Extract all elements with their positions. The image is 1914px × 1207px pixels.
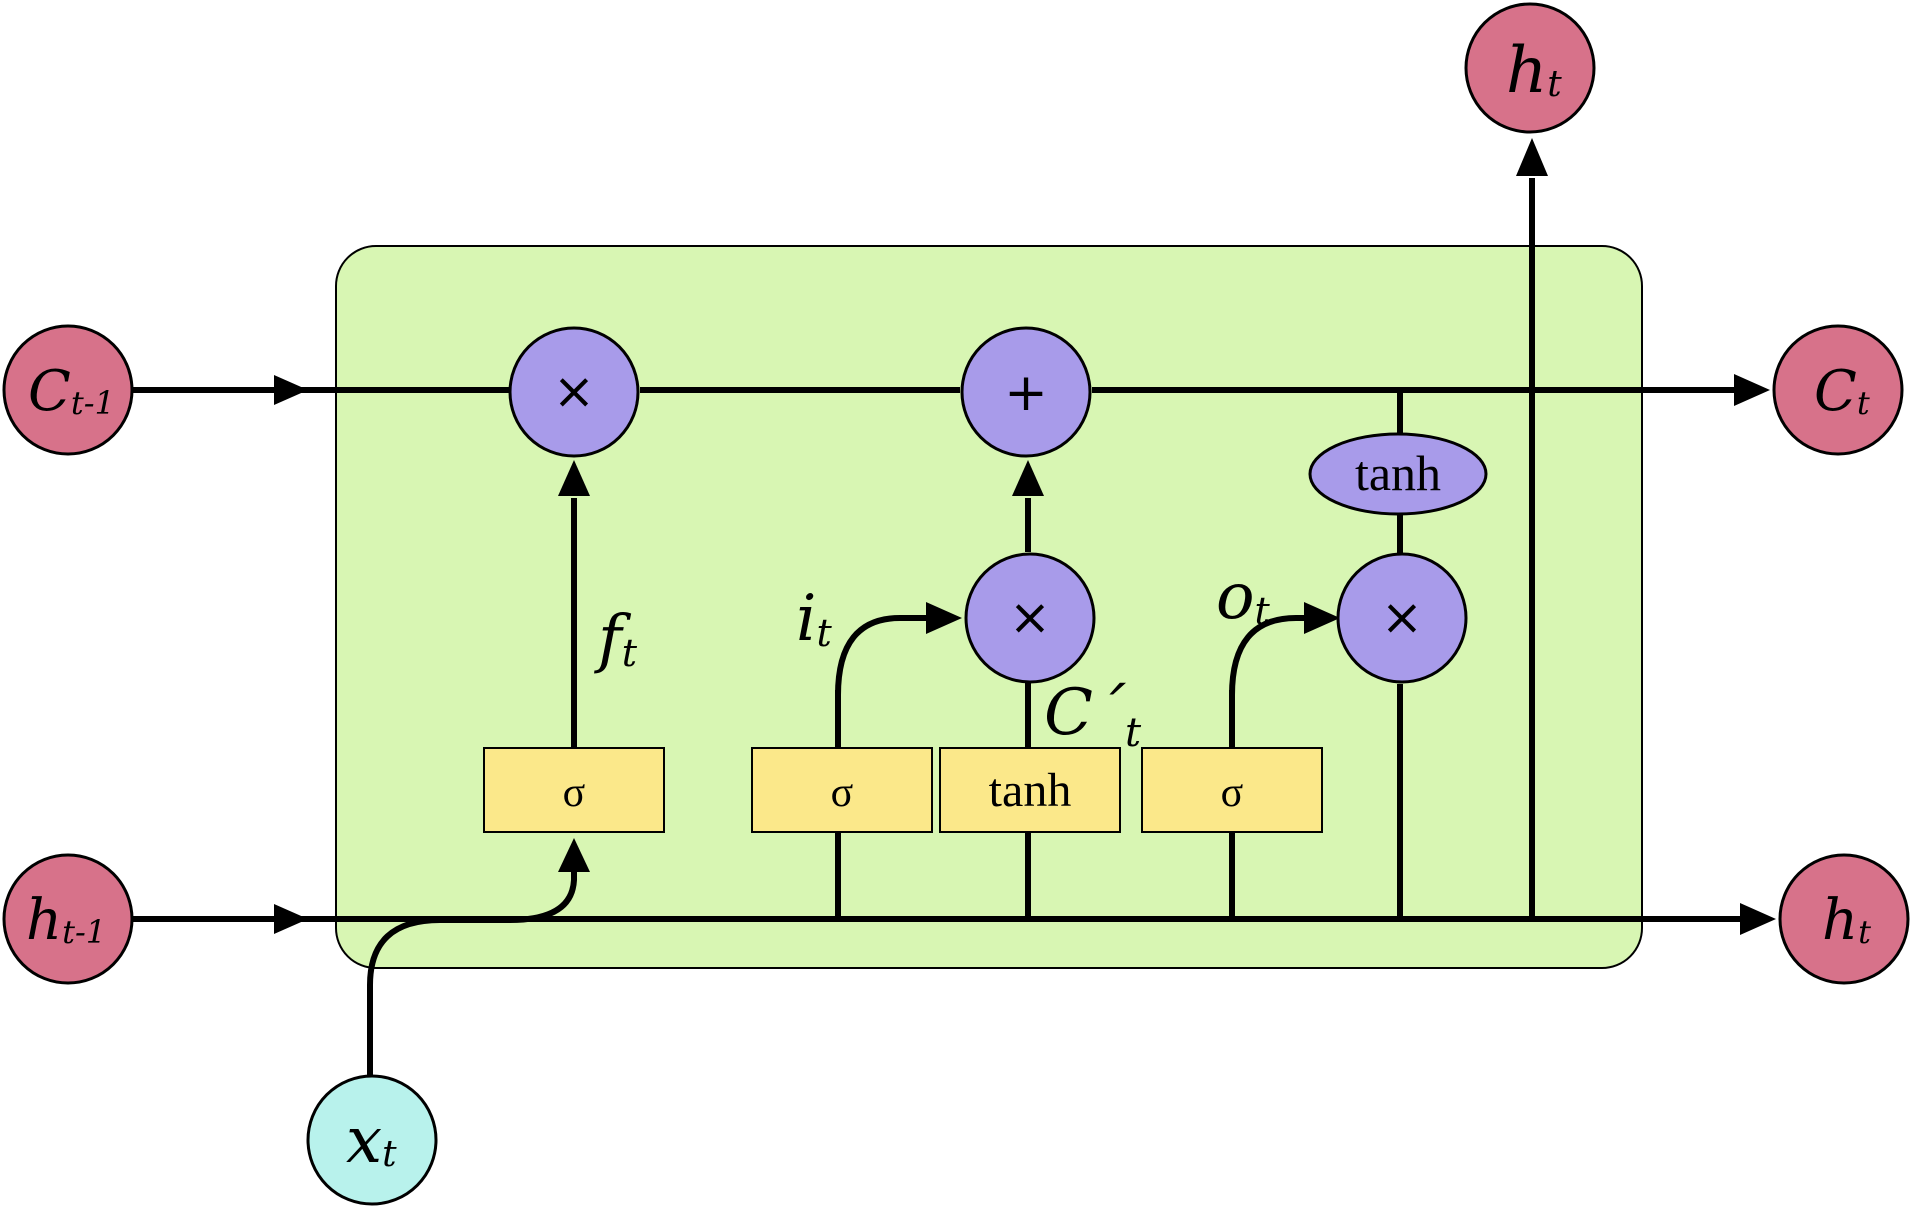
c-next-node: Ct [1772, 324, 1904, 456]
arrowhead-forget-sigma [558, 838, 590, 872]
h-prev-sub: t-1 [62, 913, 106, 951]
cell-add-symbol: + [1004, 363, 1048, 423]
h-top-node: ht [1464, 2, 1596, 134]
candidate-letter: C´ [1044, 676, 1127, 750]
forget-gate-sub: t [622, 631, 638, 675]
x-input-curve [367, 860, 577, 1078]
input-gate-label: it [796, 582, 832, 656]
arrowhead-output [1304, 602, 1340, 634]
h-prev-label: h [26, 888, 62, 953]
x-input-label: x [346, 1104, 382, 1178]
forget-sigma-label: σ [563, 770, 586, 816]
forget-gate-label: ft [594, 602, 638, 676]
arrowhead-hnext [1740, 903, 1776, 935]
candidate-tanh-label: tanh [989, 764, 1072, 817]
output-gate-label: ot [1216, 560, 1271, 634]
h-next-label: h [1822, 888, 1858, 953]
svg-text:ht-1: ht-1 [26, 888, 106, 953]
output-multiply-op: × [1336, 552, 1468, 684]
input-multiply-op: × [964, 552, 1096, 684]
svg-text:Ct: Ct [1814, 359, 1870, 424]
arrowhead-add [1012, 460, 1044, 496]
forget-multiply-op: × [508, 326, 640, 458]
cell-tanh-label: tanh [1355, 445, 1441, 501]
output-multiply-symbol: × [1381, 588, 1423, 646]
input-sigma-gate: σ [751, 747, 933, 833]
input-gate-curve [835, 615, 928, 696]
input-sigma-label: σ [831, 770, 854, 816]
svg-text:ht: ht [1822, 888, 1871, 953]
c-prev-label: C [28, 359, 71, 424]
c-next-label: C [1814, 359, 1857, 424]
output-gate-curve [1229, 615, 1306, 696]
cell-tanh-op: tanh [1308, 432, 1488, 516]
arrowhead-input [926, 602, 962, 634]
x-input-sub: t [382, 1134, 397, 1175]
h-top-sub: t [1547, 64, 1562, 105]
svg-text:Ct-1: Ct-1 [28, 359, 115, 424]
c-prev-node: Ct-1 [2, 324, 134, 456]
svg-text:ht: ht [1506, 34, 1562, 108]
c-next-sub: t [1857, 384, 1870, 422]
arrowhead-ht-top [1516, 138, 1548, 176]
candidate-tanh-gate: tanh [939, 747, 1121, 833]
arrowhead-forget [558, 460, 590, 496]
h-next-sub: t [1858, 913, 1871, 951]
input-gate-letter: i [796, 582, 816, 656]
arrowhead-cprev [274, 375, 308, 405]
input-multiply-symbol: × [1009, 588, 1051, 646]
h-prev-node: ht-1 [2, 853, 134, 985]
x-input-node: xt [306, 1074, 438, 1206]
svg-text:xt: xt [346, 1104, 397, 1178]
cell-add-op: + [960, 326, 1092, 458]
output-gate-letter: o [1216, 560, 1255, 634]
h-next-node: ht [1778, 853, 1910, 985]
input-gate-sub: t [816, 611, 832, 655]
arrowhead-cnext [1734, 374, 1770, 406]
c-prev-sub: t-1 [71, 384, 115, 422]
output-sigma-gate: σ [1141, 747, 1323, 833]
candidate-sub: t [1125, 710, 1142, 756]
forget-multiply-symbol: × [553, 362, 595, 420]
output-sigma-label: σ [1221, 770, 1244, 816]
h-top-label: h [1506, 34, 1547, 108]
forget-sigma-gate: σ [483, 747, 665, 833]
output-gate-sub: t [1255, 589, 1271, 633]
arrowhead-hprev [274, 904, 308, 934]
candidate-label: C´t [1044, 676, 1142, 756]
